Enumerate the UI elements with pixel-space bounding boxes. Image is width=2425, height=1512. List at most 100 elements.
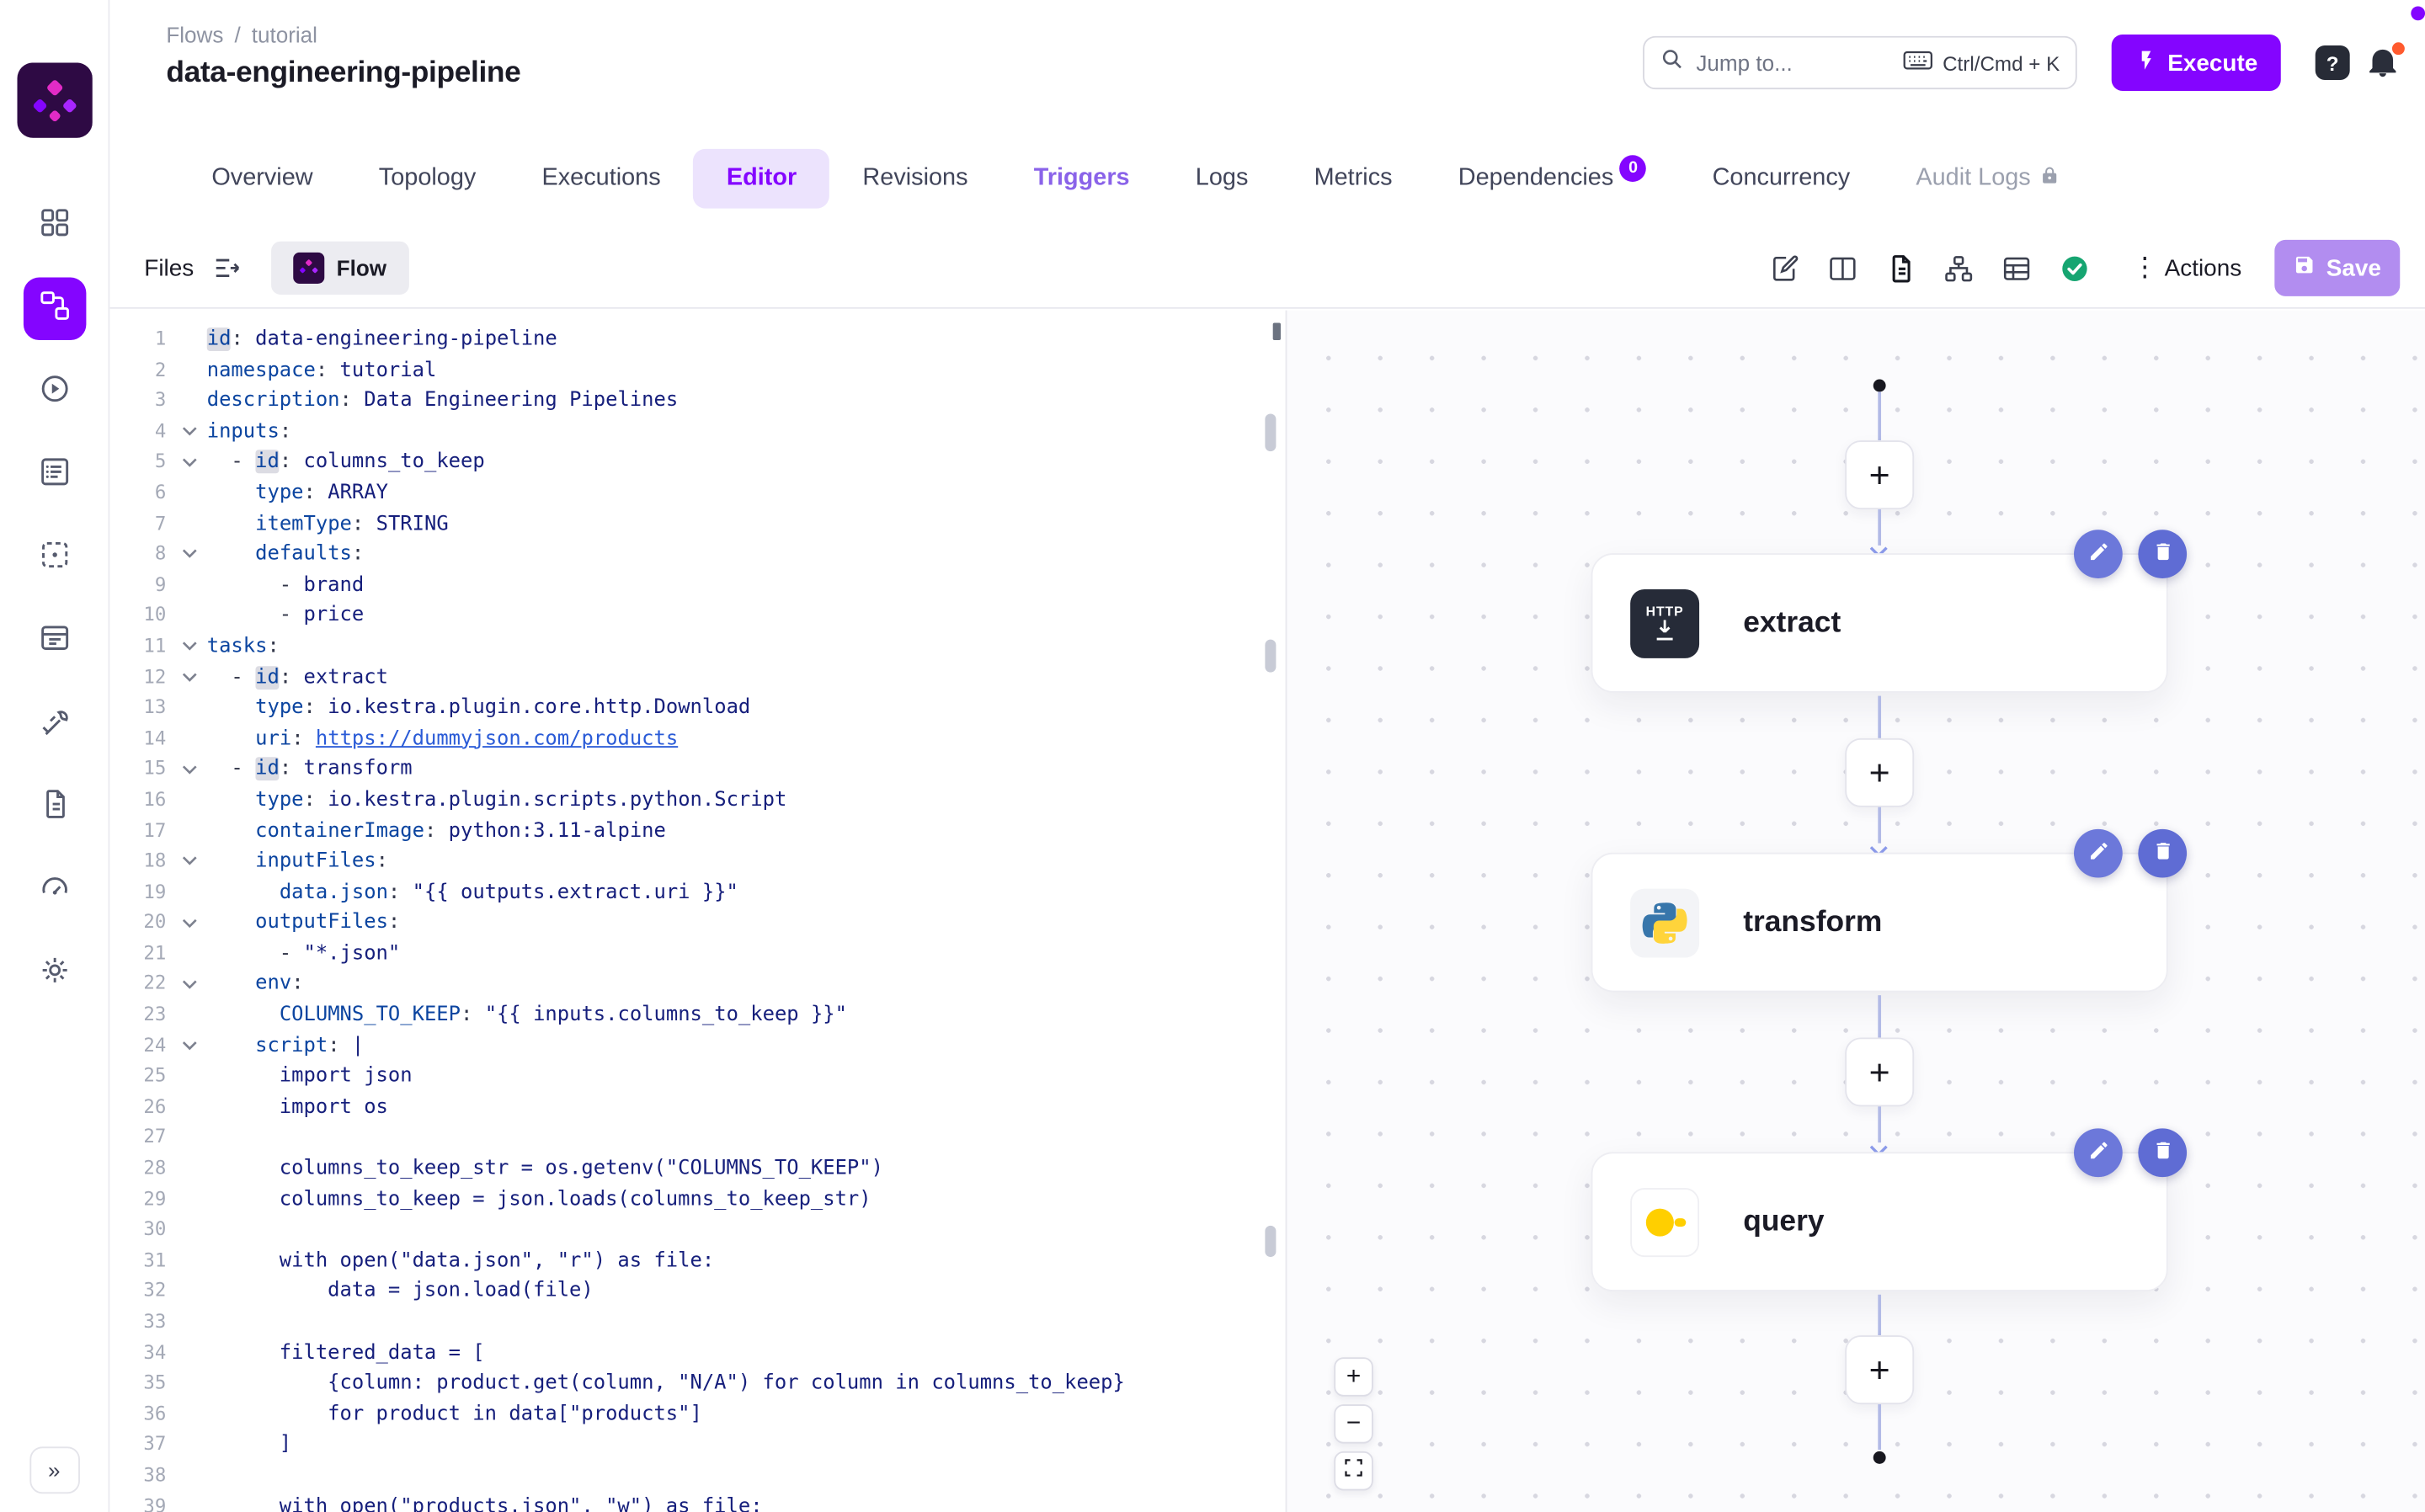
file-doc-icon[interactable] [1884, 251, 1918, 285]
tab-topology[interactable]: Topology [378, 164, 477, 192]
notifications-button[interactable] [2364, 42, 2405, 83]
sidebar-item-plugins[interactable] [23, 693, 85, 755]
code-line[interactable]: 15 - id: transform [109, 754, 1285, 785]
code-line[interactable]: 17 containerImage: python:3.11-alpine [109, 816, 1285, 846]
zoom-out-button[interactable]: − [1334, 1404, 1373, 1444]
code-line[interactable]: 34 filtered_data = [ [109, 1338, 1285, 1368]
add-task-button[interactable]: + [1845, 1335, 1915, 1405]
code-line[interactable]: 30 [109, 1215, 1285, 1245]
fold-chevron-icon[interactable] [182, 672, 198, 683]
fold-toggle[interactable] [173, 969, 207, 999]
code-line[interactable]: 10 - price [109, 601, 1285, 631]
fold-toggle[interactable] [173, 417, 207, 447]
code-line[interactable]: 26 import os [109, 1092, 1285, 1122]
code-line[interactable]: 23 COLUMNS_TO_KEEP: "{{ inputs.columns_t… [109, 1000, 1285, 1030]
scrollbar-mark[interactable] [1265, 1225, 1276, 1258]
fold-toggle[interactable] [173, 663, 207, 693]
fold-toggle[interactable] [173, 447, 207, 477]
code-line[interactable]: 32 data = json.load(file) [109, 1276, 1285, 1307]
search-input[interactable] [1696, 50, 1891, 76]
code-line[interactable]: 21 - "*.json" [109, 939, 1285, 969]
zoom-in-button[interactable]: + [1334, 1357, 1373, 1397]
fold-chevron-icon[interactable] [182, 642, 198, 652]
validation-check-icon[interactable] [2058, 251, 2092, 285]
scrollbar-mark[interactable] [1265, 413, 1276, 452]
add-task-button[interactable]: + [1845, 1037, 1915, 1107]
code-line[interactable]: 19 data.json: "{{ outputs.extract.uri }}… [109, 877, 1285, 908]
task-node-extract[interactable]: HTTP extract [1591, 553, 2168, 693]
code-line[interactable]: 39 with open("products.json", "w") as fi… [109, 1492, 1285, 1512]
code-line[interactable]: 28 columns_to_keep_str = os.getenv("COLU… [109, 1153, 1285, 1184]
code-line[interactable]: 25 import json [109, 1062, 1285, 1092]
tab-dependencies[interactable]: Dependencies 0 [1426, 149, 1680, 209]
code-line[interactable]: 22 env: [109, 969, 1285, 999]
task-node-transform[interactable]: transform [1591, 852, 2168, 993]
code-line[interactable]: 14 uri: https://dummyjson.com/products [109, 724, 1285, 754]
fold-chevron-icon[interactable] [182, 764, 198, 775]
code-line[interactable]: 29 columns_to_keep = json.loads(columns_… [109, 1185, 1285, 1215]
edit-task-button[interactable] [2074, 828, 2123, 878]
code-line[interactable]: 20 outputFiles: [109, 908, 1285, 938]
edit-task-button[interactable] [2074, 1128, 2123, 1178]
sidebar-item-blueprints[interactable] [23, 610, 85, 672]
tab-audit-logs[interactable]: Audit Logs [1883, 149, 2093, 209]
code-line[interactable]: 31 with open("data.json", "r") as file: [109, 1246, 1285, 1276]
code-line[interactable]: 6 type: ARRAY [109, 478, 1285, 508]
sidebar-item-dashboard[interactable] [23, 194, 85, 257]
fold-toggle[interactable] [173, 540, 207, 570]
files-panel-toggle-icon[interactable] [211, 253, 242, 284]
sidebar-item-namespaces[interactable] [23, 527, 85, 589]
open-file-tab-flow[interactable]: Flow [270, 241, 409, 295]
code-line[interactable]: 33 [109, 1307, 1285, 1338]
breadcrumb-namespace[interactable]: tutorial [251, 22, 317, 47]
tab-logs[interactable]: Logs [1195, 164, 1249, 192]
code-line[interactable]: 12 - id: extract [109, 663, 1285, 693]
code-line[interactable]: 37 ] [109, 1430, 1285, 1461]
sidebar-item-executions[interactable] [23, 360, 85, 423]
sidebar-item-flows[interactable] [22, 277, 86, 340]
code-line[interactable]: 5 - id: columns_to_keep [109, 447, 1285, 477]
tab-overview[interactable]: Overview [211, 164, 313, 192]
code-line[interactable]: 8 defaults: [109, 540, 1285, 570]
scrollbar-mark[interactable] [1265, 639, 1276, 673]
help-button[interactable]: ? [2315, 45, 2350, 80]
code-line[interactable]: 36 for product in data["products"] [109, 1399, 1285, 1429]
save-button[interactable]: Save [2274, 239, 2401, 296]
tab-triggers[interactable]: Triggers [1033, 164, 1130, 192]
table-view-icon[interactable] [2000, 251, 2034, 285]
code-line[interactable]: 24 script: | [109, 1030, 1285, 1061]
tab-metrics[interactable]: Metrics [1314, 164, 1393, 192]
sidebar-item-instance[interactable] [23, 859, 85, 921]
task-node-query[interactable]: query [1591, 1152, 2168, 1292]
code-line[interactable]: 9 - brand [109, 570, 1285, 600]
add-task-button[interactable]: + [1845, 440, 1915, 510]
breadcrumb-flows[interactable]: Flows [166, 22, 224, 47]
delete-task-button[interactable] [2138, 828, 2188, 878]
execute-button[interactable]: Execute [2111, 34, 2281, 91]
fold-toggle[interactable] [173, 846, 207, 876]
tab-executions[interactable]: Executions [541, 164, 661, 192]
code-line[interactable]: 27 [109, 1123, 1285, 1153]
tab-revisions[interactable]: Revisions [862, 164, 968, 192]
sidebar-item-logs[interactable] [23, 444, 85, 506]
topology-panel[interactable]: + HTTP extract + [1287, 310, 2425, 1512]
sidebar-item-settings[interactable] [23, 942, 85, 1004]
split-editor-icon[interactable] [1826, 251, 1861, 285]
sidebar-expand-button[interactable]: » [29, 1446, 80, 1494]
actions-button[interactable]: ⋮ Actions [2132, 253, 2242, 284]
code-line[interactable]: 16 type: io.kestra.plugin.scripts.python… [109, 785, 1285, 816]
fold-toggle[interactable] [173, 631, 207, 662]
fold-toggle[interactable] [173, 908, 207, 938]
fold-chevron-icon[interactable] [182, 979, 198, 990]
fold-toggle[interactable] [173, 1030, 207, 1061]
edit-flow-icon[interactable] [1768, 251, 1803, 285]
add-task-button[interactable]: + [1845, 737, 1915, 807]
fold-chevron-icon[interactable] [182, 457, 198, 468]
fit-view-button[interactable] [1334, 1451, 1373, 1491]
